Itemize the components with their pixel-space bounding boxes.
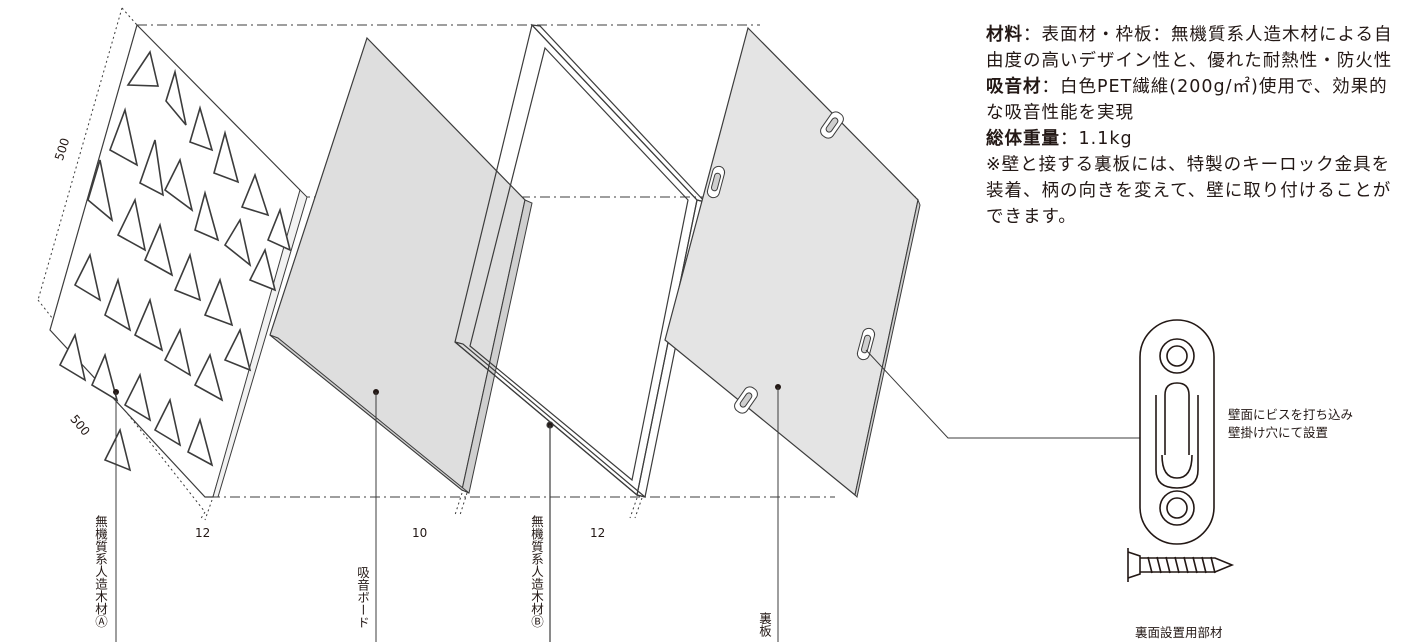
spec-material: 材料：表面材・枠板：無機質系人造木材による自由度の高いデザイン性と、優れた耐熱性… (986, 25, 1393, 71)
label-face-panel-a: 無機質系人造木材Ⓐ (93, 515, 108, 628)
bracket-detail (1139, 319, 1215, 545)
absorb-board (269, 36, 533, 642)
label-absorb-board: 吸音ボード (355, 566, 370, 629)
spec-weight: 総体重量：1.1kg (986, 129, 1133, 149)
label-frame-b: 無機質系人造木材Ⓑ (529, 515, 544, 628)
dimension-face-thickness: 12 (195, 526, 211, 540)
spec-note: ※壁と接する裏板には、特製のキーロック金具を装着、柄の向きを変えて、壁に取り付け… (986, 155, 1392, 227)
back-plate (664, 26, 921, 642)
dimension-frame-thickness: 12 (590, 526, 606, 540)
face-panel-leader (113, 389, 119, 642)
label-back-plate: 裏板 (757, 612, 772, 637)
screw-icon (1127, 548, 1235, 582)
dimension-guides (37, 7, 643, 521)
spec-absorb: 吸音材：白色PET繊維(200g/㎡)使用で、効果的な吸音性能を実現 (986, 77, 1388, 123)
frame-b (454, 23, 707, 642)
bracket-callout-line2: 壁掛け穴にて設置 (1228, 425, 1329, 440)
spec-block: 材料：表面材・枠板：無機質系人造木材による自由度の高いデザイン性と、優れた耐熱性… (986, 22, 1406, 230)
bracket-callout-line (865, 349, 1140, 439)
bracket-callout-line1: 壁面にビスを打ち込み (1228, 407, 1354, 422)
key-lock-brackets (706, 111, 876, 414)
triangle-perforations (58, 50, 292, 472)
bracket-caption: 裏面設置用部材 (1135, 625, 1223, 640)
face-panel-a (49, 23, 308, 498)
dimension-board-thickness: 10 (412, 526, 428, 540)
